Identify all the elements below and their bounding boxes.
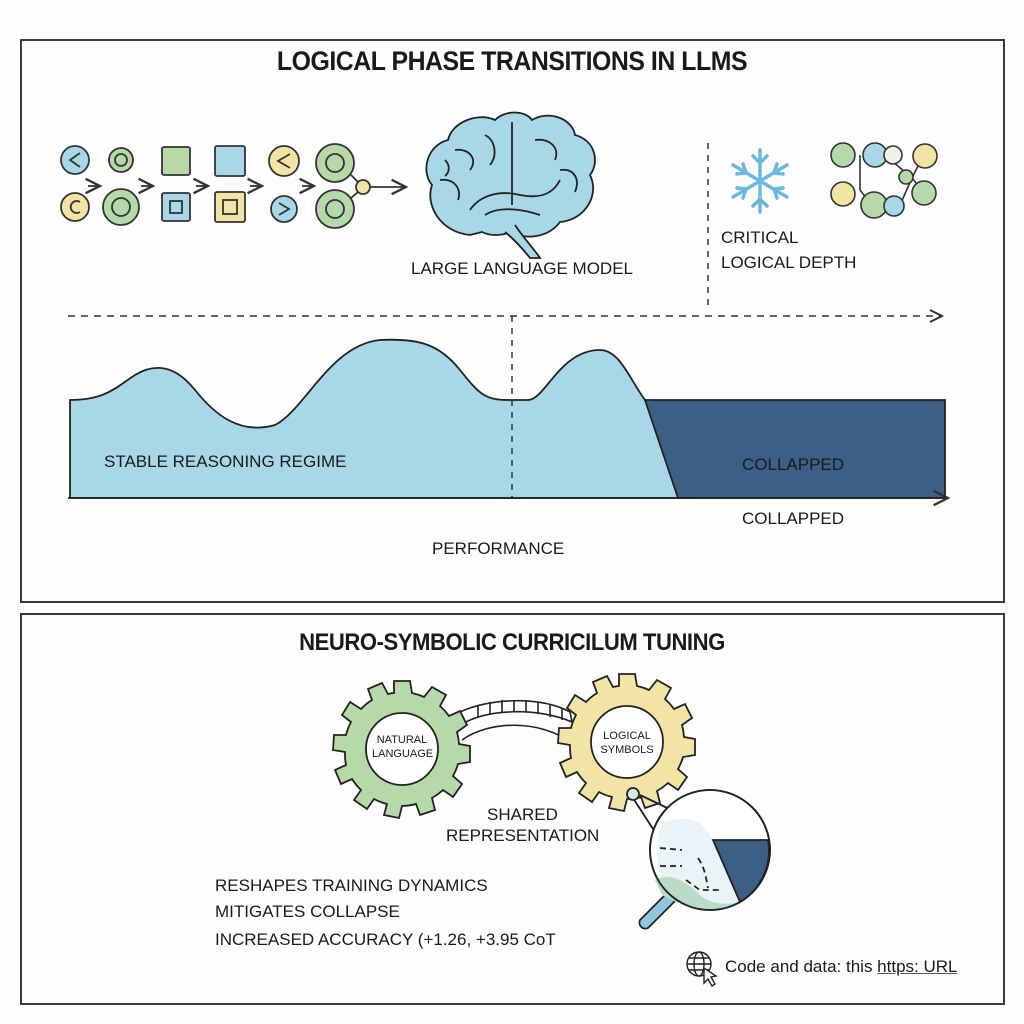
graph-network-icon [830, 142, 938, 219]
critical-label-line1: CRITICAL [721, 228, 799, 247]
shared-label-line1: SHARED [487, 805, 558, 824]
collapsed-axis-label: COLLAPPED [742, 509, 845, 528]
gear-right-label-line2: SYMBOLS [600, 744, 654, 756]
footer-text: Code and data: this https: URL [725, 956, 957, 978]
gear-logical-symbols-icon [557, 673, 696, 812]
greater-than-circle-icon [270, 195, 298, 223]
critical-label-line2: LOGICAL DEPTH [721, 253, 857, 272]
square-icon [161, 146, 191, 176]
gear-left-label-line1: NATURAL [376, 734, 428, 746]
inner-square-icon [214, 191, 246, 223]
page-title: LOGICAL PHASE TRANSITIONS IN LLMS [276, 46, 748, 76]
inner-square-icon [161, 192, 191, 222]
ring-circle-icon [102, 188, 140, 226]
shared-label-line2: REPRESENTATION [446, 826, 600, 845]
gear-natural-language-icon [332, 680, 471, 819]
brain-icon [425, 111, 596, 259]
gear-left-label-line2: LANGUAGE [372, 748, 434, 760]
token-sequence [60, 143, 406, 229]
curriculum-tuning-panel [20, 613, 1005, 1005]
section-title: NEURO-SYMBOLIC CURRICILUM TUNING [299, 629, 725, 656]
c-circle-icon [60, 192, 90, 222]
stable-regime-label: STABLE REASONING REGIME [104, 452, 347, 471]
footer-prefix: Code and data: this [725, 957, 878, 976]
bullet-item: RESHAPES TRAINING DYNAMICS [215, 876, 488, 895]
stable-regime-area [69, 338, 692, 499]
less-than-circle-icon [268, 145, 300, 177]
square-icon [214, 145, 246, 177]
magnifier-icon [626, 787, 771, 930]
bullet-item: MITIGATES COLLAPSE [215, 902, 400, 921]
ring-circle-icon [108, 147, 134, 173]
less-than-circle-icon [60, 145, 90, 175]
code-data-link[interactable]: https: URL [877, 957, 958, 976]
collapsed-region-label: COLLAPPED [742, 455, 845, 474]
snowflake-icon [731, 148, 789, 214]
bullet-item: INCREASED ACCURACY (+1.26, +3.95 CoT [215, 930, 556, 949]
globe-icon [686, 951, 718, 987]
ring-circle-icon [315, 189, 355, 229]
performance-label: PERFORMANCE [432, 539, 565, 558]
ring-circle-icon [315, 143, 355, 183]
gear-right-label-line1: LOGICAL [603, 730, 651, 742]
bridge-icon [459, 699, 574, 743]
model-label: LARGE LANGUAGE MODEL [411, 259, 634, 278]
